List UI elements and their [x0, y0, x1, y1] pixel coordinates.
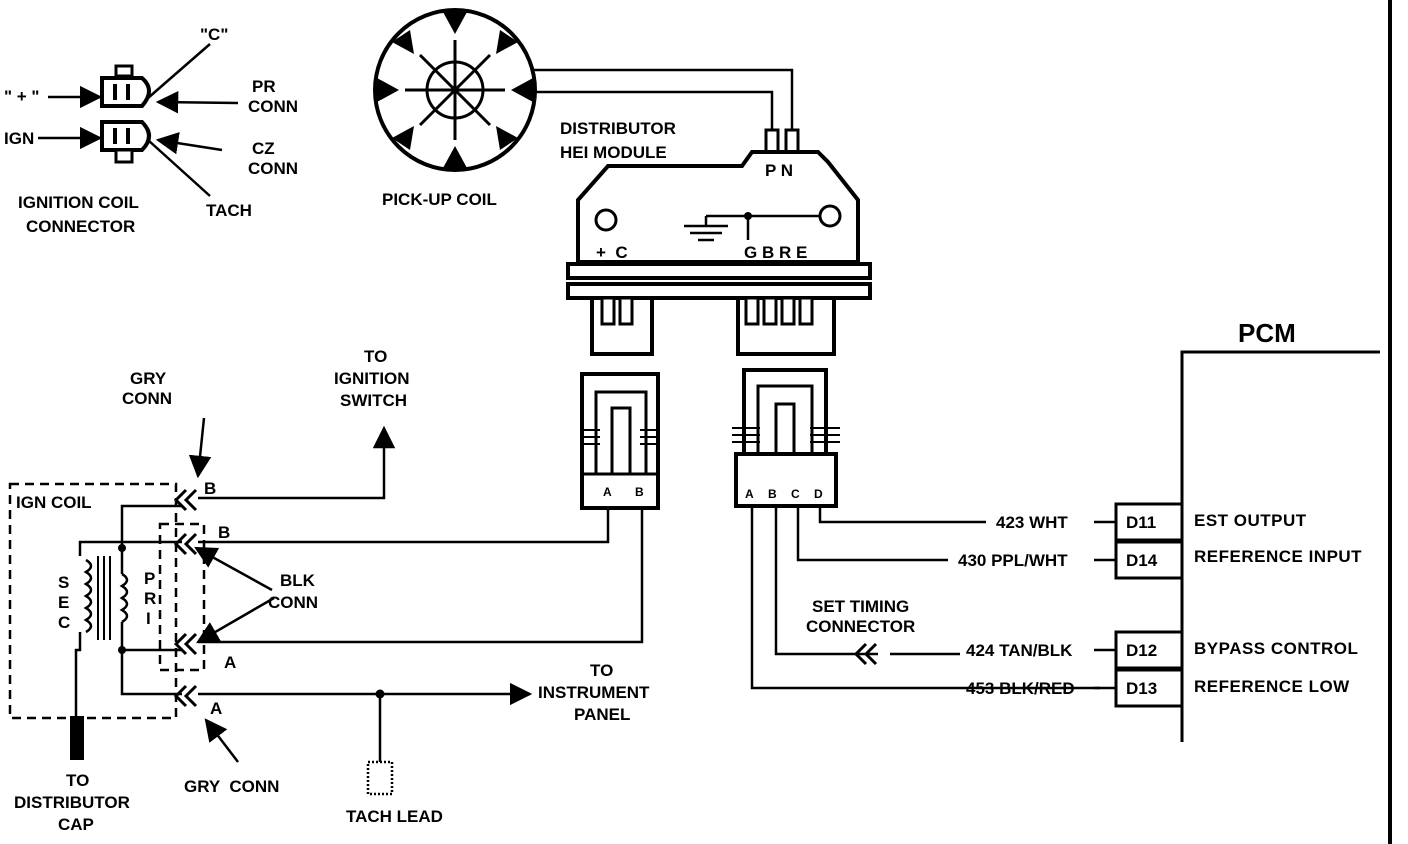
coil-terminal-chevrons — [173, 488, 198, 708]
right-plug-pin-d: D — [814, 487, 823, 501]
to-ignition-label-line2: IGNITION — [334, 369, 410, 388]
tach-lead-label: TACH LEAD — [346, 807, 443, 826]
blk-conn-outline — [158, 522, 206, 672]
pickup-coil-symbol — [373, 8, 537, 172]
primary-bottom-junction — [118, 646, 126, 654]
blk-conn-label-line1: BLK — [280, 571, 316, 590]
pcm-function-reference-low: REFERENCE LOW — [1194, 677, 1350, 696]
module-left-pin-labels: + C — [596, 243, 628, 262]
gry-conn-top-label-line2: CONN — [122, 389, 172, 408]
to-ignition-label-line3: SWITCH — [340, 391, 407, 410]
left-plug-pin-b: B — [635, 485, 644, 499]
coil-callout-arrows — [188, 417, 275, 763]
ign-coil-outline — [8, 482, 178, 720]
terminal-a-gry: A — [210, 699, 222, 718]
module-title-line2: HEI MODULE — [560, 143, 667, 162]
gry-conn-bottom-label: GRY CONN — [184, 777, 279, 796]
set-timing-connector-symbol — [853, 642, 878, 666]
to-distributor-label-line1: TO — [66, 771, 89, 790]
primary-top-junction — [118, 544, 126, 552]
blk-conn-label-line2: CONN — [268, 593, 318, 612]
gry-conn-top-label-line1: GRY — [130, 369, 167, 388]
sec-label-e: E — [58, 593, 69, 612]
to-instrument-label-line2: INSTRUMENT — [538, 683, 650, 702]
ignition-coil-connector-title-line2: CONNECTOR — [26, 217, 135, 236]
sec-label-s: S — [58, 573, 69, 592]
ignition-coil-connector — [38, 43, 239, 197]
pcm-pin-d14: D14 — [1126, 551, 1158, 570]
wiring — [198, 425, 1116, 762]
pcm-pin-d12: D12 — [1126, 641, 1157, 660]
pcm-pin-d11: D11 — [1126, 513, 1156, 532]
wire-453-label: 453 BLK/RED — [966, 679, 1075, 698]
wire-423-label: 423 WHT — [996, 513, 1068, 532]
right-plug-pin-c: C — [791, 487, 800, 501]
to-ignition-label-line1: TO — [364, 347, 387, 366]
cz-conn-label-line2: CONN — [248, 159, 298, 178]
ignition-coil-connector-title-line1: IGNITION COIL — [18, 193, 139, 212]
to-distributor-label-line2: DISTRIBUTOR — [14, 793, 130, 812]
plus-terminal-label: " + " — [4, 87, 40, 106]
ign-terminal-label: IGN — [4, 129, 34, 148]
wire-424-label: 424 TAN/BLK — [966, 641, 1073, 660]
pcm-function-est-output: EST OUTPUT — [1194, 511, 1307, 530]
distributor-cap-terminal — [70, 716, 84, 760]
to-instrument-label-line3: PANEL — [574, 705, 630, 724]
pcm-title: PCM — [1238, 318, 1296, 348]
pickup-lead-p — [536, 90, 774, 130]
cz-conn-label-line1: CZ — [252, 139, 275, 158]
tach-lead-terminal — [366, 760, 394, 796]
pcm-function-reference-input: REFERENCE INPUT — [1194, 547, 1362, 566]
pickup-coil-label: PICK-UP COIL — [382, 190, 497, 209]
tach-splice-dot — [375, 689, 385, 699]
pri-label-r: R — [144, 589, 156, 608]
ign-coil-internal-wiring — [74, 504, 182, 716]
tach-terminal-label: TACH — [206, 201, 252, 220]
pr-conn-label-line1: PR — [252, 77, 276, 96]
pcm-function-bypass-control: BYPASS CONTROL — [1194, 639, 1358, 658]
wire-430-label: 430 PPL/WHT — [958, 551, 1068, 570]
module-right-pin-labels: G B R E — [744, 243, 807, 262]
pickup-lead-n — [533, 68, 794, 130]
sec-label-c: C — [58, 613, 70, 632]
module-pn-label: P N — [765, 161, 793, 180]
left-harness-plug — [580, 372, 660, 510]
right-plug-pin-b: B — [768, 487, 777, 501]
pcm-pin-boxes — [1114, 502, 1184, 708]
pri-label-i: I — [146, 609, 151, 628]
left-plug-pin-a: A — [603, 485, 612, 499]
to-distributor-label-line3: CAP — [58, 815, 94, 834]
terminal-b-blk: B — [218, 523, 230, 542]
c-terminal-label: "C" — [200, 25, 228, 44]
hei-module-body — [566, 128, 872, 356]
pr-conn-label-line2: CONN — [248, 97, 298, 116]
terminal-a-blk: A — [224, 653, 236, 672]
module-title-line1: DISTRIBUTOR — [560, 119, 676, 138]
set-timing-label-line1: SET TIMING — [812, 597, 909, 616]
pcm-outline — [1180, 350, 1380, 742]
right-plug-pin-a: A — [745, 487, 754, 501]
right-harness-plug — [732, 368, 840, 508]
terminal-b-gry: B — [204, 479, 216, 498]
set-timing-label-line2: CONNECTOR — [806, 617, 915, 636]
pcm-pin-d13: D13 — [1126, 679, 1157, 698]
to-instrument-label-line1: TO — [590, 661, 613, 680]
pri-label-p: P — [144, 569, 155, 588]
ign-coil-label: IGN COIL — [16, 493, 92, 512]
